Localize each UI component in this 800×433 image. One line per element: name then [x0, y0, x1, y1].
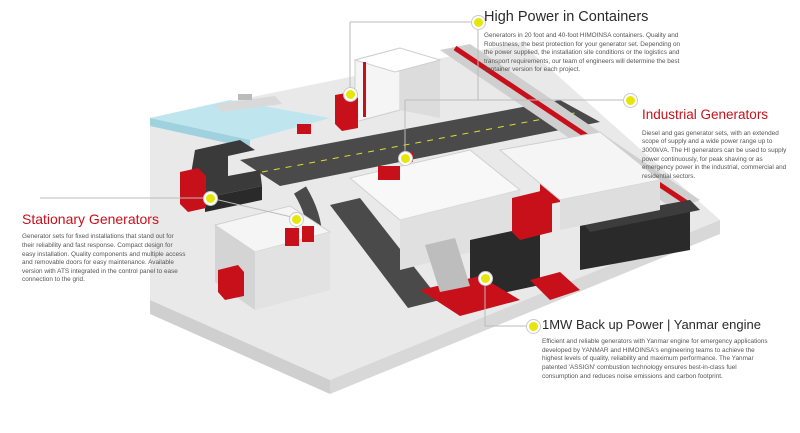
red-container-port	[335, 92, 358, 131]
platform-edge	[150, 300, 330, 394]
platform-edge-right	[330, 220, 720, 394]
callout-stationary-body: Generator sets for fixed installations t…	[22, 233, 186, 284]
callout-backup: 1MW Back up Power | Yanmar engine Effici…	[542, 317, 774, 381]
red-generator-stationary-2	[302, 226, 314, 242]
water-edge	[150, 118, 250, 148]
marker-stationary-target[interactable]	[290, 213, 303, 226]
side-road	[330, 198, 440, 308]
callout-backup-body: Efficient and reliable generators with Y…	[542, 338, 768, 380]
ship	[215, 96, 282, 112]
red-generator-roof	[378, 166, 400, 180]
marker-backup-target[interactable]	[479, 272, 492, 285]
marker-backup[interactable]	[527, 320, 540, 333]
callout-containers-body: Generators in 20 foot and 40-foot HIMOIN…	[484, 31, 681, 74]
callout-industrial: Industrial Generators Diesel and gas gen…	[642, 107, 794, 181]
red-generator-stationary	[285, 228, 299, 246]
industrial-hall-front	[560, 180, 660, 230]
red-container-right	[512, 190, 552, 240]
stairs	[425, 238, 470, 292]
g-building	[190, 140, 262, 198]
tower-stripe	[363, 62, 366, 117]
road-markings	[261, 111, 581, 173]
g-building-side	[205, 186, 262, 212]
marker-containers-target[interactable]	[344, 88, 357, 101]
marker-stationary[interactable]	[204, 192, 217, 205]
callout-containers-title: High Power in Containers	[484, 9, 649, 25]
red-floor-right	[530, 272, 580, 300]
callout-stationary: Stationary Generators Generator sets for…	[22, 211, 186, 285]
ship-cabin	[238, 94, 252, 100]
callout-industrial-body: Diesel and gas generator sets, with an e…	[642, 129, 787, 180]
callout-containers: High Power in Containers Generators in 2…	[484, 9, 684, 75]
marker-industrial[interactable]	[624, 94, 637, 107]
stationary-building-front	[255, 232, 330, 310]
dark-building-top	[580, 200, 700, 232]
tower-roof	[353, 47, 442, 73]
callout-backup-title: 1MW Back up Power | Yanmar engine	[542, 317, 761, 332]
red-generator-roof-2	[297, 124, 311, 134]
marker-containers[interactable]	[472, 16, 485, 29]
water-area	[150, 100, 330, 140]
main-road	[240, 100, 600, 186]
callout-industrial-title: Industrial Generators	[642, 107, 769, 122]
marker-industrial-target[interactable]	[399, 152, 412, 165]
callout-stationary-title: Stationary Generators	[22, 211, 159, 227]
red-container-left	[180, 168, 206, 212]
red-generator-ground	[218, 265, 244, 300]
